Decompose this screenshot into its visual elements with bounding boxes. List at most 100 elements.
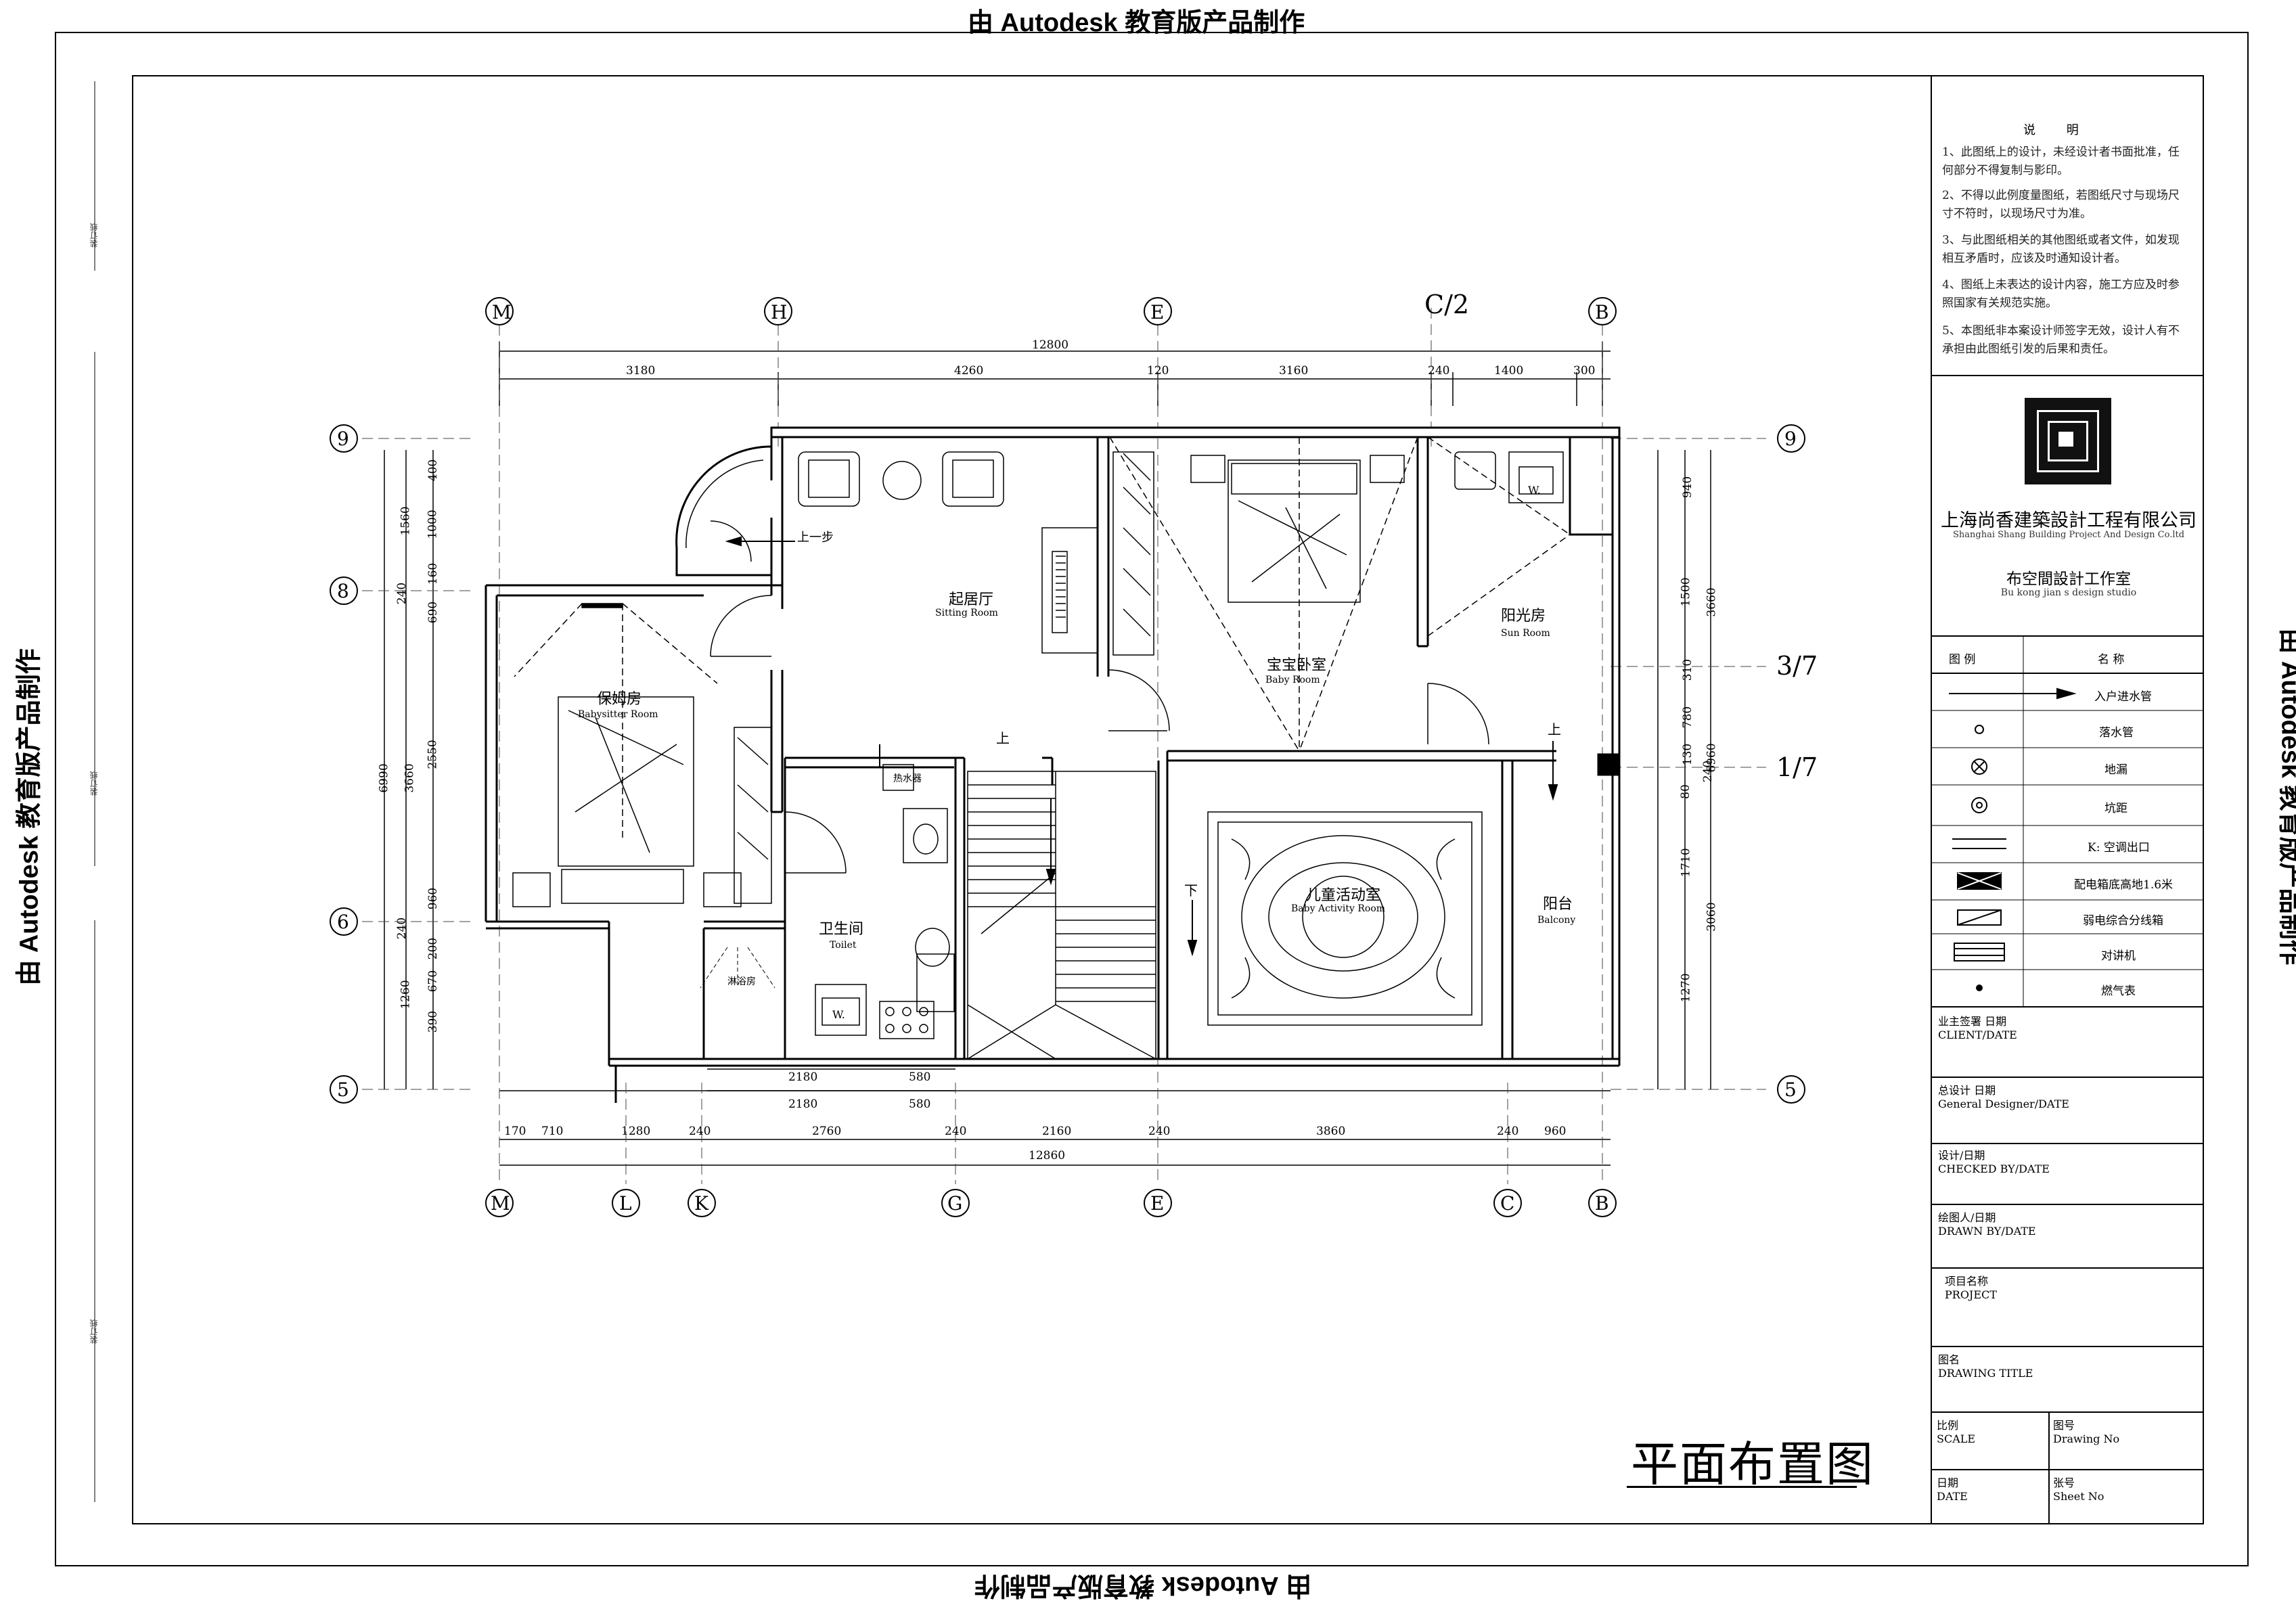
legend-item-name: 落水管: [2099, 726, 2134, 740]
baby-bed: [1109, 436, 1418, 752]
grid-label-top: E: [1150, 301, 1165, 323]
dim-right: 1270: [1679, 973, 1693, 1003]
grid-label-top: C/2: [1424, 290, 1470, 319]
field-drawing-no-cn: 图号: [2053, 1419, 2075, 1432]
dim-top: 300: [1573, 364, 1596, 378]
notes-title: 说 明: [2023, 123, 2092, 137]
stair-down-label: 下: [1184, 882, 1198, 899]
note-item: 3、与此图纸相关的其他图纸或者文件，如发现相互矛盾时，应该及时通知设计者。: [1942, 233, 2180, 265]
carpet: [1207, 811, 1483, 1026]
piano: [1041, 527, 1098, 654]
dim-bottom: 3860: [1316, 1125, 1346, 1138]
dim-right: 80: [1678, 784, 1692, 799]
grid-label-right: 1/7: [1776, 752, 1818, 782]
dim-top: 120: [1147, 364, 1169, 378]
dim-bottom: 2760: [812, 1125, 842, 1138]
walls: [485, 426, 1621, 1067]
field-checked-en: CHECKED BY/DATE: [1938, 1162, 2050, 1175]
dim-bottom: 1280: [621, 1125, 651, 1138]
dim-right: 940: [1681, 476, 1695, 499]
dim-left: 240: [395, 582, 409, 605]
dim-right: 1500: [1679, 577, 1693, 607]
dim-left: 400: [426, 459, 441, 482]
water-heater-label: 热水器: [893, 773, 922, 784]
dim-right: 240: [1701, 760, 1715, 783]
grid-label-right: 9: [1784, 428, 1797, 450]
note-item: 2、不得以此例度量图纸，若图纸尺寸与现场尺寸不符时，以现场尺寸为准。: [1942, 189, 2180, 221]
legend-item-name: 地漏: [2104, 763, 2128, 777]
field-project-en: PROJECT: [1945, 1288, 1997, 1301]
room-label-balcony: 阳台: [1543, 896, 1573, 913]
dim-top-total: 12800: [1032, 338, 1069, 352]
dim-bottom-inner: 580: [909, 1070, 931, 1084]
field-designer-en: General Designer/DATE: [1938, 1097, 2069, 1110]
field-drawing-title-cn: 图名: [1938, 1353, 1960, 1366]
room-label-sun: 阳光房: [1501, 608, 1546, 625]
field-drawn-cn: 绘图人/日期: [1938, 1211, 1996, 1224]
balcony-up-label: 上: [1548, 721, 1561, 738]
field-sheet-en: Sheet No: [2053, 1490, 2104, 1503]
gas-meter-icon: [1976, 984, 1983, 991]
note-item: 5、本图纸非本案设计师签字无效，设计人有不承担由此图纸引发的后果和责任。: [1942, 324, 2180, 356]
dim-left: 1260: [399, 980, 413, 1010]
field-checked-cn: 设计/日期: [1938, 1149, 1985, 1162]
dim-left: 1560: [399, 506, 413, 536]
field-date-en: DATE: [1937, 1490, 1968, 1503]
dim-left: 2550: [426, 740, 440, 769]
room-label-toilet: 卫生间: [819, 921, 864, 938]
dim-bottom-total: 12860: [1029, 1149, 1066, 1162]
dim-left: 670: [426, 970, 441, 993]
dim-right: 3660: [1705, 587, 1719, 617]
company-name: 上海尚香建築設計工程有限公司: [1941, 510, 2197, 531]
field-client-cn: 业主签署 日期: [1938, 1015, 2007, 1028]
studio-name: 布空間設計工作室: [2006, 570, 2131, 588]
grid-label-bottom: L: [619, 1192, 632, 1215]
dim-bottom: 960: [1544, 1125, 1567, 1138]
grid-label-bottom: M: [491, 1192, 510, 1215]
dim-right: 130: [1681, 743, 1695, 766]
grid-label-right: 3/7: [1776, 651, 1818, 681]
grid-label-bottom: E: [1150, 1192, 1165, 1215]
room-label-sun-en: Sun Room: [1501, 628, 1550, 639]
room-label-activity-en: Baby Activity Room: [1291, 903, 1386, 914]
dim-left: 240: [395, 917, 409, 940]
drawing-title-underline: [1627, 1486, 1857, 1488]
grid-label-right: 5: [1784, 1079, 1797, 1101]
grid-label-left: 9: [337, 428, 349, 450]
field-drawn-en: DRAWN BY/DATE: [1938, 1225, 2036, 1238]
dim-left: 160: [426, 562, 441, 585]
legend-item-name: 弱电综合分线箱: [2083, 914, 2163, 928]
arrow-icon: [1949, 687, 2077, 700]
wardrobe: [1112, 451, 1154, 656]
room-label-activity: 儿童活动室: [1306, 887, 1381, 904]
dim-bottom: 2160: [1042, 1125, 1072, 1138]
washer-label: W.: [1528, 484, 1541, 497]
legend-item-name: 配电箱底高地1.6米: [2074, 878, 2174, 892]
ac-outlet-icon: [1952, 838, 2006, 849]
field-scale-cn: 比例: [1937, 1419, 1959, 1432]
shower-label: 淋浴房: [727, 976, 756, 987]
step-up-label: 上一步: [797, 530, 834, 545]
legend-item-name: 燃气表: [2101, 984, 2136, 998]
dim-bottom: 240: [1497, 1125, 1519, 1138]
dim-left: 1000: [426, 510, 440, 539]
dim-top: 3160: [1279, 364, 1309, 378]
dim-bottom-inner: 2180: [788, 1070, 818, 1084]
legend-item-name: 对讲机: [2101, 949, 2136, 963]
dim-bottom: 710: [541, 1125, 564, 1138]
grid-label-top: H: [771, 301, 788, 323]
field-drawing-no-en: Drawing No: [2053, 1432, 2120, 1445]
armchairs: [798, 451, 1004, 507]
floor-drain-icon: [1971, 759, 1987, 775]
field-scale-en: SCALE: [1937, 1432, 1976, 1445]
grid-label-bottom: C: [1500, 1192, 1515, 1215]
staircase: [967, 771, 1156, 1060]
dim-right: 1710: [1679, 848, 1693, 878]
